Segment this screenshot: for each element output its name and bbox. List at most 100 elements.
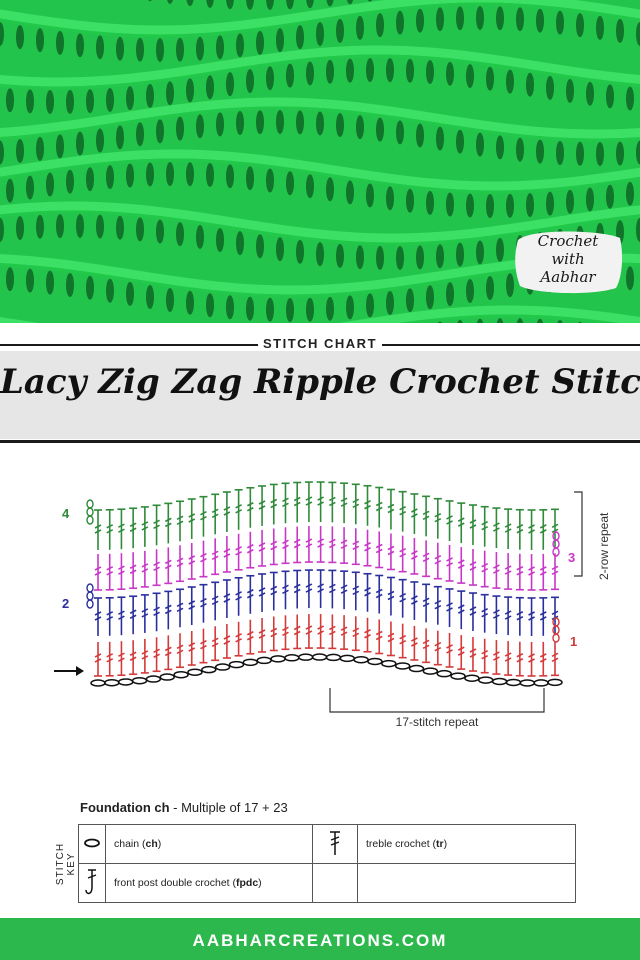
row2-treble-stitch [375, 574, 384, 614]
row4-treble-stitch [187, 498, 196, 540]
row1-treble-stitch [445, 632, 454, 668]
row1-treble-stitch [152, 637, 161, 673]
row3-treble-stitch [410, 537, 419, 575]
row4-treble-stitch [527, 509, 536, 550]
stitch-repeat-label: 17-stitch repeat [396, 715, 479, 729]
row-label-2: 2 [62, 596, 69, 611]
stitch-key-side-label: STITCH KEY [55, 842, 77, 886]
row2-treble-stitch [152, 592, 161, 632]
row2-treble-stitch [504, 596, 513, 636]
row2-treble-stitch [398, 578, 407, 618]
title-background [0, 351, 640, 439]
row2-treble-stitch [351, 571, 360, 611]
row3-treble-stitch [422, 540, 431, 578]
chain-symbol-icon [78, 824, 106, 864]
row3-treble-stitch [152, 549, 161, 587]
foundation-chain-stitch [547, 678, 563, 687]
footer-site-link[interactable]: AABHARCREATIONS.COM [192, 931, 448, 950]
foundation-chain-stitch [242, 658, 259, 667]
key-chain-label: chain (ch) [105, 824, 313, 864]
key-empty-cell [357, 863, 576, 903]
title-band [0, 323, 640, 443]
key-empty-symbol [312, 863, 358, 903]
row3-treble-stitch [129, 552, 138, 590]
row1-treble-stitch [422, 628, 431, 664]
row3-treble-stitch [316, 526, 325, 563]
row1-treble-stitch [258, 617, 267, 653]
row4-treble-stitch [328, 481, 337, 523]
row1-turning-chain [552, 617, 560, 627]
row2-treble-stitch [129, 595, 138, 635]
row1-treble-stitch [410, 625, 419, 661]
row1-treble-stitch [468, 637, 477, 672]
row2-treble-stitch [176, 588, 185, 628]
row1-treble-stitch [492, 640, 501, 675]
row2-treble-stitch [539, 597, 548, 636]
row2-treble-stitch [187, 586, 196, 626]
row4-treble-stitch [176, 500, 185, 542]
row4-treble-stitch [363, 484, 372, 526]
foundation-chain-stitch [297, 653, 314, 661]
stitch-chart-diagram: 4 3 2 1 2-row repeat 17-stitch repeat [40, 480, 640, 730]
row3-treble-stitch [515, 553, 524, 591]
foundation-chain-stitch [90, 679, 106, 687]
row4-treble-stitch [492, 507, 501, 549]
stitch-key: STITCH KEY chain (ch) treble crochet (tr… [55, 824, 576, 903]
foundation-text: - Multiple of 17 + 23 [169, 800, 288, 815]
row2-treble-stitch [492, 595, 501, 635]
row2-treble-stitch [410, 581, 419, 620]
row4-treble-stitch [269, 483, 278, 525]
row3-treble-stitch [199, 540, 208, 578]
row2-treble-stitch [140, 594, 149, 633]
row-label-4: 4 [62, 506, 70, 521]
row3-treble-stitch [445, 544, 454, 582]
stitch-repeat-bracket [329, 688, 545, 713]
foundation-chain-stitch [104, 678, 120, 687]
row4-turning-chain [86, 515, 94, 525]
row1-treble-stitch [117, 641, 126, 677]
foundation-chain-stitch [201, 665, 217, 674]
row3-turning-chain [552, 547, 560, 557]
row3-treble-stitch [187, 543, 196, 580]
foundation-chain-stitch [145, 675, 162, 683]
row3-treble-stitch [258, 529, 267, 567]
foundation-chain-stitch [117, 678, 134, 686]
key-fpdc-label: front post double crochet (fpdc) [105, 863, 313, 903]
row2-treble-stitch [293, 569, 302, 609]
row1-treble-stitch [304, 614, 313, 649]
key-treble-label: treble crochet (tr) [357, 824, 576, 864]
foundation-chain-stitch [214, 663, 231, 671]
row2-treble-stitch [94, 597, 102, 636]
stitch-key-table: chain (ch) treble crochet (tr) front pos… [78, 824, 576, 903]
row4-treble-stitch [105, 509, 114, 550]
section-label: STITCH CHART [262, 336, 378, 351]
row3-treble-stitch [304, 526, 313, 563]
row4-treble-stitch [351, 483, 360, 525]
row1-treble-stitch [539, 641, 548, 677]
row1-treble-stitch [234, 621, 243, 657]
foundation-chain-stitch [159, 673, 175, 681]
row1-treble-stitch [527, 641, 536, 677]
foundation-chain-stitch [394, 662, 411, 670]
row2-treble-stitch [246, 574, 255, 614]
row3-treble-stitch [539, 553, 548, 591]
row4-turning-chain [86, 507, 94, 517]
row3-treble-stitch [328, 526, 337, 564]
row4-treble-stitch [258, 485, 267, 526]
foundation-chain-stitch [533, 679, 549, 687]
divider-right [382, 344, 640, 346]
row3-treble-stitch [269, 528, 278, 566]
row4-treble-stitch [515, 508, 524, 550]
row4-treble-stitch [468, 504, 477, 546]
row2-turning-chain [86, 591, 94, 601]
row3-treble-stitch [293, 526, 302, 564]
row1-treble-stitch [398, 623, 407, 659]
row1-turning-chain [552, 625, 560, 635]
foundation-chain-stitch [519, 679, 536, 687]
foundation-chain-stitch [256, 656, 272, 665]
row-repeat-label: 2-row repeat [597, 512, 611, 580]
row1-treble-stitch [105, 641, 114, 677]
row4-treble-stitch [140, 506, 149, 547]
row3-treble-stitch [246, 531, 255, 569]
foundation-chain-stitch [325, 653, 342, 662]
